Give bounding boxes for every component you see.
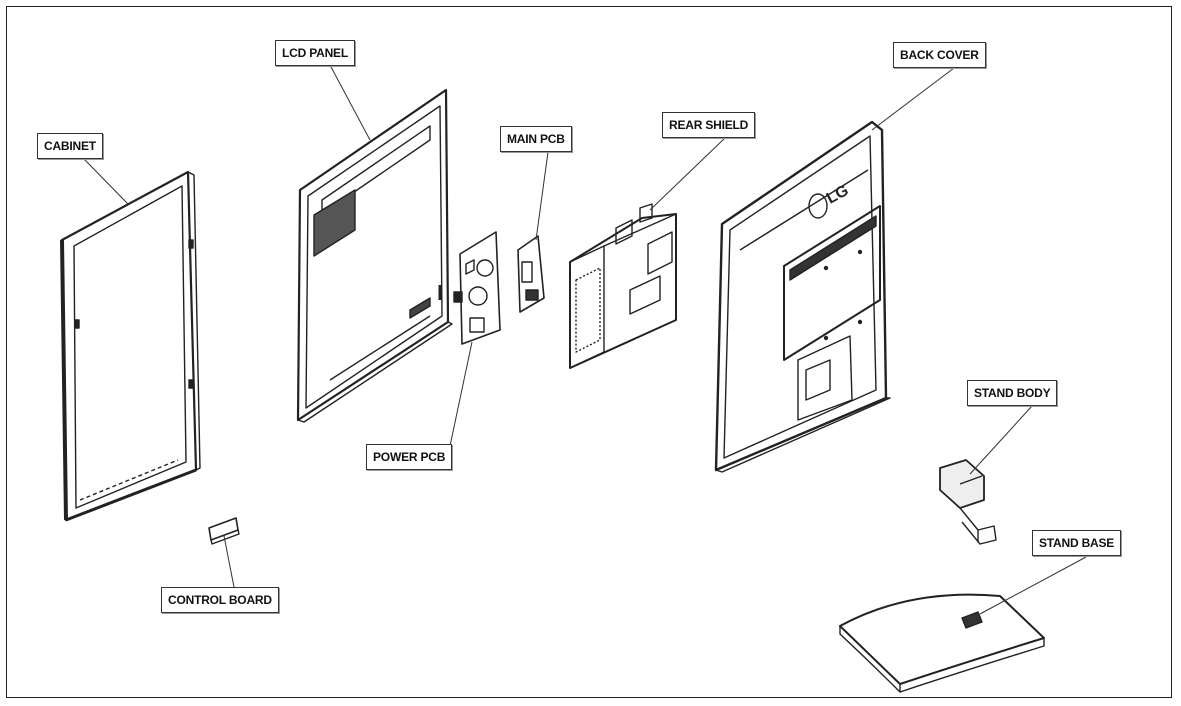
label-back-cover: BACK COVER [893, 42, 986, 68]
label-lcd-panel: LCD PANEL [275, 40, 355, 66]
lcd-panel-part [296, 88, 453, 423]
leader-lines [83, 64, 1087, 615]
diagram-frame [6, 6, 1172, 698]
lg-logo-text: LG [824, 182, 852, 207]
power-pcb-part [453, 231, 501, 345]
label-stand-base: STAND BASE [1032, 530, 1122, 556]
control-board-part [208, 517, 240, 545]
rear-shield-part [569, 203, 677, 369]
label-cabinet: CABINET [37, 133, 103, 159]
label-rear-shield: REAR SHIELD [662, 112, 756, 138]
stand-base-part [839, 593, 1045, 693]
label-stand-body: STAND BODY [967, 380, 1058, 406]
back-cover-part: LG [714, 120, 891, 473]
stand-body-part [939, 459, 997, 545]
cabinet-part [60, 170, 201, 522]
label-main-pcb: MAIN PCB [500, 126, 572, 152]
main-pcb-part [517, 235, 545, 313]
label-power-pcb: POWER PCB [366, 444, 453, 470]
label-control-board: CONTROL BOARD [161, 587, 279, 613]
